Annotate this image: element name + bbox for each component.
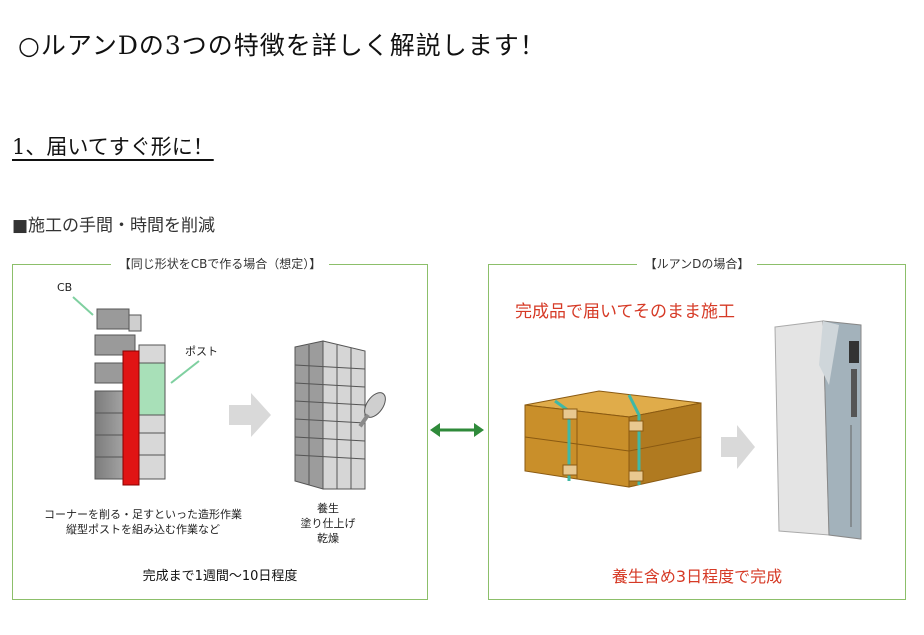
left-panel: 【同じ形状をCBで作る場合（想定）】 (12, 257, 428, 600)
page-title: ○ルアンDの3つの特徴を詳しく解説します！ (18, 31, 546, 60)
post-label: ポスト (185, 345, 218, 358)
right-headline: 完成品で届いてそのまま施工 (515, 302, 735, 322)
work-caption: コーナーを削る・足すといった造形作業 縦型ポストを組み込む作業など (13, 507, 273, 537)
work-caption-line2: 縦型ポストを組み込む作業など (66, 523, 220, 536)
finish-steps: 養生 塗り仕上げ 乾燥 (283, 501, 373, 546)
right-panel: 【ルアンDの場合】 完成品で届いてそのまま施工 養生含め3日程度で完成 (488, 257, 906, 600)
subsection-heading: ■施工の手間・時間を削減 (12, 216, 216, 236)
finish-step-curing: 養生 (317, 502, 339, 515)
section-heading: 1、届いてすぐ形に！ (12, 135, 214, 159)
work-caption-line1: コーナーを削る・足すといった造形作業 (44, 508, 242, 521)
left-panel-title: 【同じ形状をCBで作る場合（想定）】 (13, 255, 427, 272)
right-duration: 養生含め3日程度で完成 (611, 567, 783, 586)
comparison-arrow-icon (430, 423, 484, 437)
delivery-illustration (524, 320, 862, 540)
finish-step-drying: 乾燥 (317, 532, 339, 545)
block-construction-illustration (72, 296, 386, 490)
right-panel-title: 【ルアンDの場合】 (489, 255, 905, 272)
left-duration: 完成まで1週間〜10日程度 (142, 569, 298, 584)
finish-step-coating: 塗り仕上げ (300, 517, 356, 530)
cb-label: CB (57, 281, 73, 294)
